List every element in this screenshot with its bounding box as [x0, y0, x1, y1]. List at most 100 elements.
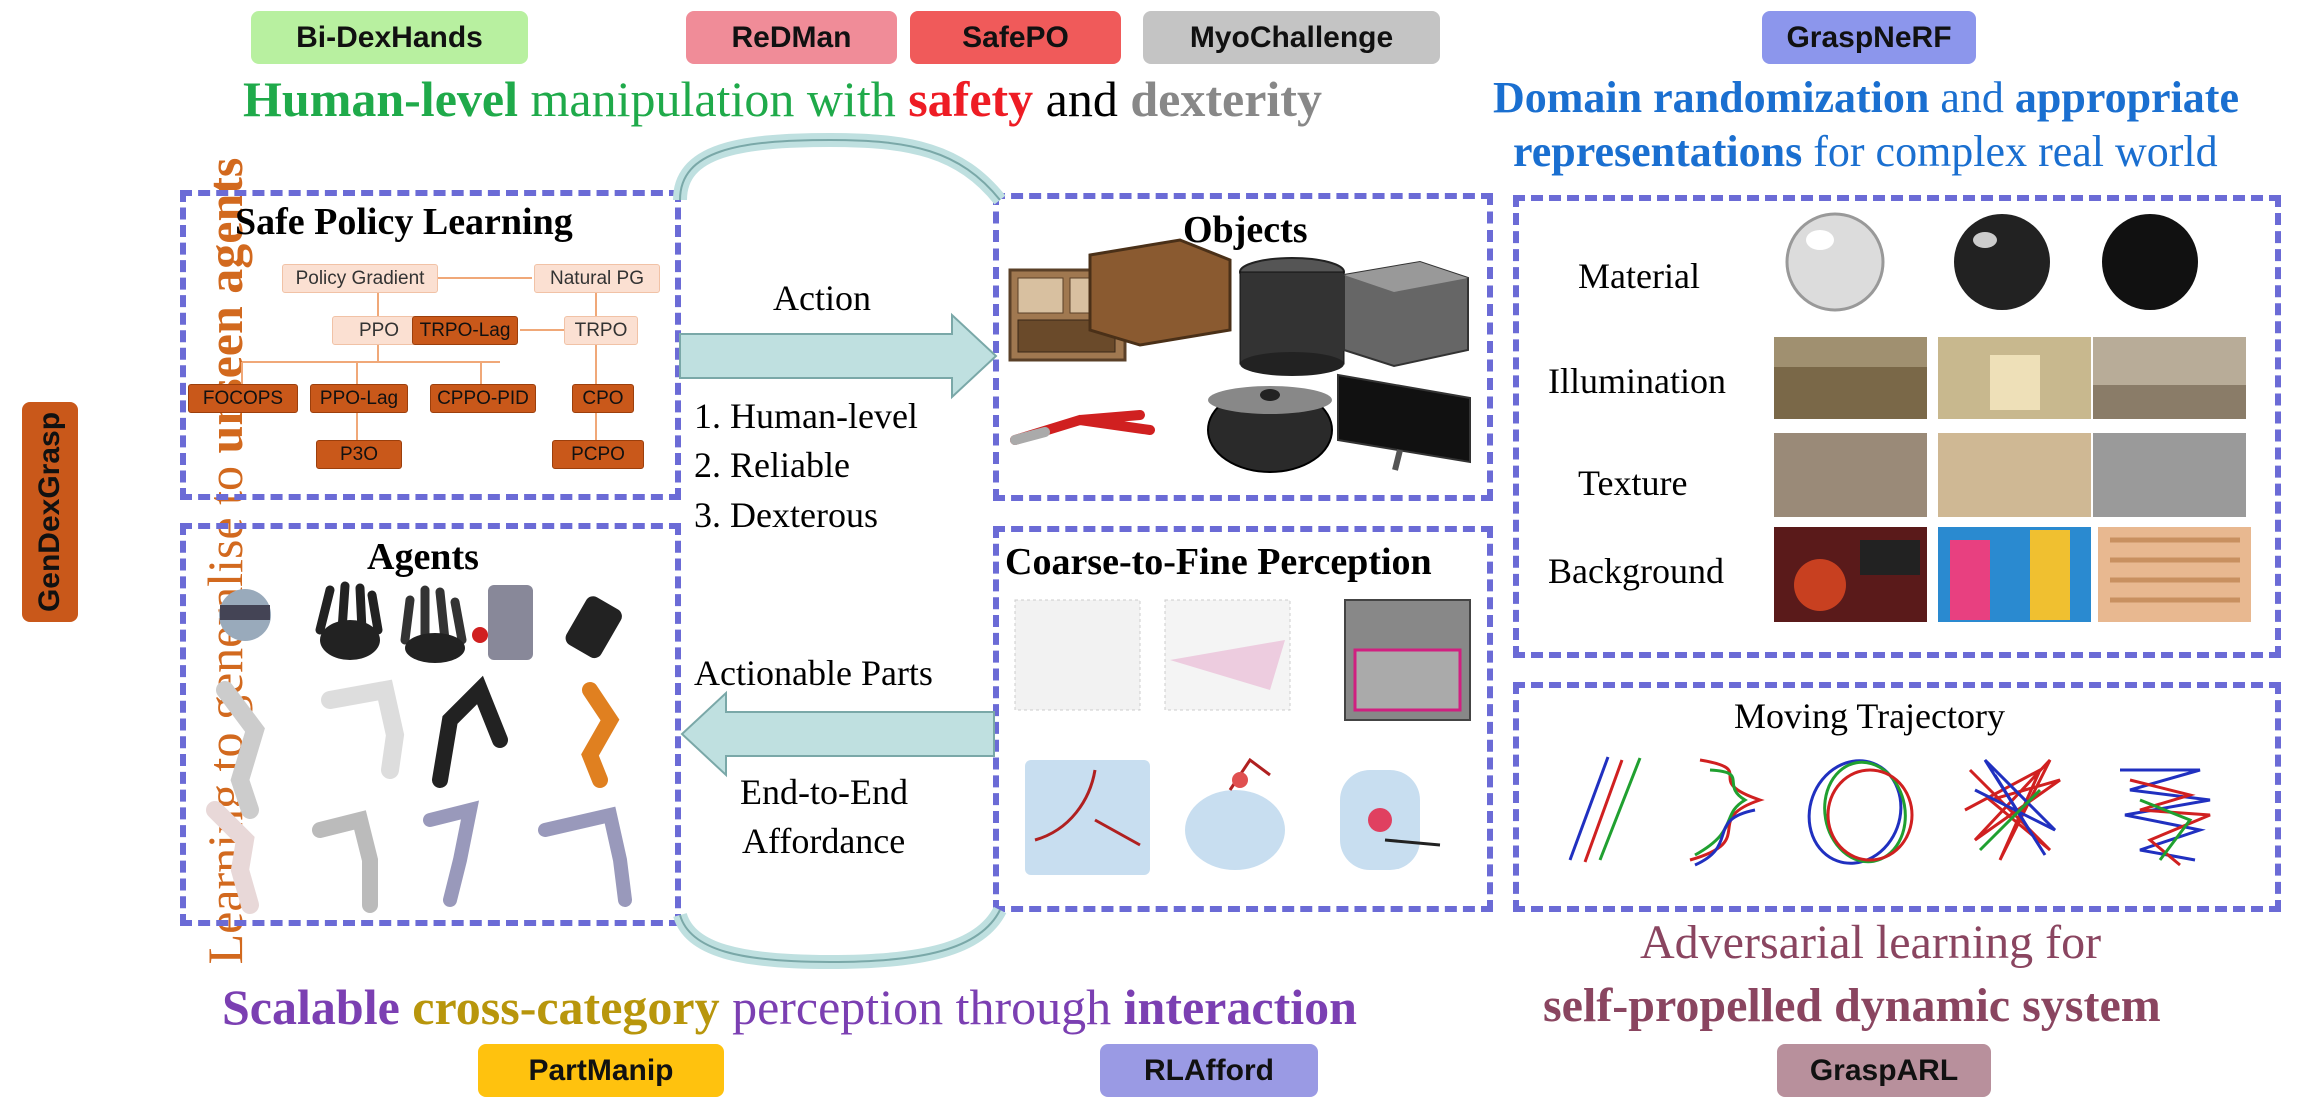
headline-self-propelled: self-propelled dynamic system: [1543, 979, 2161, 1032]
action-arrow: [679, 312, 998, 400]
cycle-loop-bottom: [673, 906, 1007, 970]
tag-redman: ReDMan: [686, 11, 897, 64]
background-images: [1774, 527, 2251, 622]
robot-arm-4-icon: [581, 682, 620, 788]
robot-arm-8-icon: [538, 806, 632, 907]
robot-arm-3-icon: [432, 675, 508, 788]
row-label-illumination: Illumination: [1548, 361, 1726, 401]
robot-hand-3-icon: [400, 585, 467, 645]
trajectory-plots: [1568, 756, 2211, 867]
headline-right-appropriate: appropriate: [2014, 73, 2239, 122]
row-label-background: Background: [1548, 551, 1724, 591]
headline-right-and: and: [1929, 73, 2015, 122]
trajectory-plot-4: [1964, 758, 2061, 861]
perception-title: Coarse-to-Fine Perception: [1005, 541, 1432, 583]
node-pcpo: PCPO: [552, 440, 644, 469]
trajectory-title: Moving Trajectory: [1734, 696, 2006, 736]
pointcloud-1: [1014, 599, 1141, 711]
node-trpo-lag: TRPO-Lag: [412, 316, 518, 345]
cycle-loop-bottom-edge: [679, 909, 1001, 964]
robot-arm-5-icon: [206, 801, 259, 914]
tag-grasparl: GraspARL: [1777, 1044, 1991, 1097]
trajectory-plot-5: [2120, 768, 2211, 867]
material-sphere-glass: [1785, 212, 1885, 312]
robot-arm-1-icon: [216, 681, 265, 819]
headline-top-dexterity: dexterity: [1130, 71, 1322, 127]
panel-trajectory: [1513, 682, 2281, 912]
list-item-reliable: 2. Reliable: [694, 445, 850, 485]
tag-myochallenge: MyoChallenge: [1143, 11, 1440, 64]
headline-top: Human-level manipulation with safety and…: [243, 70, 1322, 128]
agents-illustrations: [206, 581, 632, 914]
headline-adversarial: Adversarial learning for: [1640, 916, 2102, 969]
cabinet-object: [1088, 238, 1232, 347]
texture-image-3: [2093, 433, 2246, 517]
list-item-dexterous: 3. Dexterous: [694, 495, 878, 535]
tag-rlafford: RLAfford: [1100, 1044, 1318, 1097]
node-focops: FOCOPS: [188, 384, 298, 413]
panel-agents: [180, 523, 681, 926]
perception-illustrations: [1014, 599, 1471, 875]
cycle-loop-top-edge: [679, 138, 1001, 201]
tag-safepo: SafePO: [910, 11, 1121, 64]
headline-right-domain: Domain randomization: [1493, 73, 1930, 122]
robot-hand-4-icon: [488, 585, 533, 660]
trajectory-plot-3: [1807, 759, 1914, 865]
end-to-end-label: End-to-End: [740, 772, 908, 812]
objects-illustrations: [1008, 238, 1471, 473]
node-cpo: CPO: [572, 384, 634, 413]
list-item-human-level: 1. Human-level: [694, 396, 918, 436]
agents-title: Agents: [367, 536, 479, 578]
headline-bottom-perception: perception through: [719, 979, 1124, 1035]
tag-bi-dexhands: Bi-DexHands: [251, 11, 528, 64]
policy-tree-connectors: [241, 277, 597, 440]
headline-top-safety: safety: [908, 71, 1034, 127]
headline-bottom-scalable: Scalable: [222, 979, 413, 1035]
texture-image-1: [1774, 433, 1927, 517]
headline-top-manipulation: manipulation with: [517, 71, 909, 127]
robot-arm-2-icon: [321, 679, 405, 779]
tag-graspnerf: GraspNeRF: [1762, 11, 1976, 64]
panel-safe-policy: [180, 190, 681, 500]
panel-perception: [993, 526, 1493, 912]
safe-policy-title: Safe Policy Learning: [235, 201, 573, 243]
headline-top-human-level: Human-level: [243, 71, 518, 127]
node-ppo: PPO: [332, 316, 426, 345]
panel-randomization: [1513, 195, 2281, 658]
node-policy-gradient: Policy Gradient: [282, 264, 438, 293]
panel-objects: [993, 193, 1493, 501]
headline-right-line1: Domain randomization and appropriate: [1493, 72, 2239, 123]
headline-bottom-interaction: interaction: [1123, 979, 1357, 1035]
trash-can-object: [1239, 271, 1345, 365]
illumination-images: [1774, 337, 2246, 419]
robot-hand-2-icon: [315, 581, 383, 635]
robot-arm-7-icon: [423, 800, 480, 907]
affordance-map-1: [1025, 760, 1150, 875]
node-natural-pg: Natural PG: [534, 264, 660, 293]
actionable-parts-label: Actionable Parts: [694, 653, 933, 693]
headline-right-complex: for complex real world: [1802, 127, 2218, 176]
tag-partmanip: PartManip: [478, 1044, 724, 1097]
headline-bottom-cross-category: cross-category: [412, 979, 720, 1035]
row-label-material: Material: [1578, 256, 1700, 296]
texture-image-2: [1938, 433, 2091, 517]
affordance-map-2: [1185, 790, 1285, 870]
row-label-texture: Texture: [1578, 463, 1688, 503]
headline-top-and: and: [1033, 71, 1131, 127]
texture-images: [1774, 433, 2246, 517]
objects-title: Objects: [1183, 209, 1308, 251]
monitor-object: [1337, 373, 1471, 464]
headline-right-line2: representations for complex real world: [1513, 126, 2218, 177]
background-image-3: [2098, 527, 2251, 622]
trajectory-plot-2: [1689, 758, 1765, 867]
node-trpo: TRPO: [564, 316, 638, 345]
trajectory-plot-1: [1568, 756, 1642, 863]
node-p3o: P3O: [316, 440, 402, 469]
node-ppo-lag: PPO-Lag: [310, 384, 408, 413]
affordance-label: Affordance: [742, 821, 906, 861]
material-spheres: [1785, 212, 2198, 312]
actionable-arrow: [680, 690, 995, 778]
robot-gripper-icon: [565, 596, 622, 659]
robot-arm-6-icon: [312, 810, 378, 913]
